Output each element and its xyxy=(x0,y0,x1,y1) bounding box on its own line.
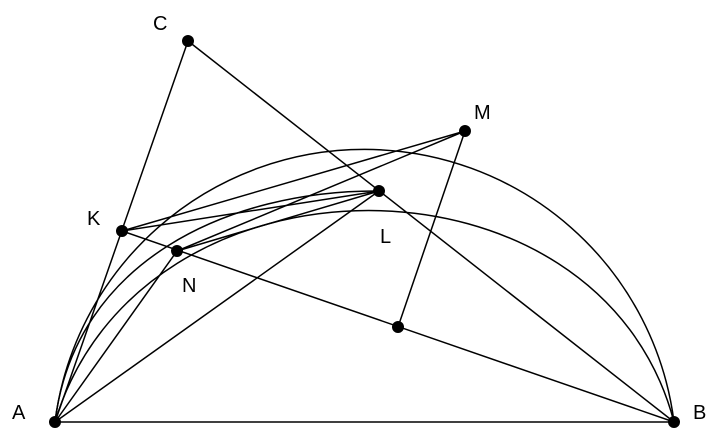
label-k: K xyxy=(87,208,101,230)
segment-nm xyxy=(176,130,466,252)
label-b: B xyxy=(693,402,706,424)
arc-a-l-b xyxy=(54,209,675,423)
label-n: N xyxy=(182,275,196,297)
segment-al xyxy=(54,190,380,423)
segment-kl xyxy=(121,190,380,232)
point-l xyxy=(373,185,385,197)
label-l: L xyxy=(380,226,391,248)
point-n xyxy=(171,245,183,257)
segment-an xyxy=(54,250,178,423)
semicircle-arc-ab xyxy=(54,148,675,423)
arc-a-k-l xyxy=(54,190,380,423)
segment-nl xyxy=(176,190,380,252)
point-b xyxy=(668,416,680,428)
label-m: M xyxy=(474,102,491,124)
label-a: A xyxy=(12,402,26,424)
point-c xyxy=(182,35,194,47)
point-k xyxy=(116,225,128,237)
segment-m-foot xyxy=(397,130,466,328)
point-foot xyxy=(392,321,404,333)
label-c: C xyxy=(153,13,167,35)
segment-km xyxy=(121,130,466,232)
point-m xyxy=(459,125,471,137)
point-a xyxy=(49,416,61,428)
